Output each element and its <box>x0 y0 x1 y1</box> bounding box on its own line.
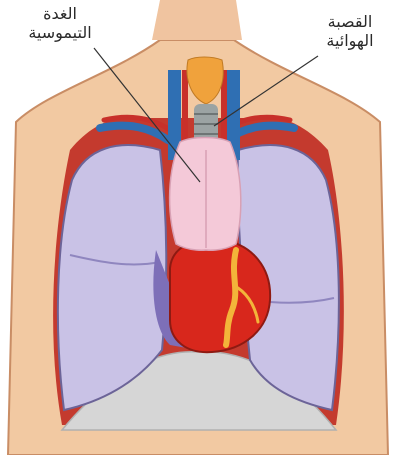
thymus <box>170 138 241 251</box>
thymus-label: الغدة التيموسية <box>8 4 112 42</box>
trachea-label-line2: الهوائية <box>308 31 392 50</box>
trachea-label: القصبة الهوائية <box>306 12 394 50</box>
thymus-label-line1: الغدة <box>10 4 110 23</box>
thymus-label-line2: التيموسية <box>10 23 110 42</box>
trachea-label-line1: القصبة <box>308 12 392 31</box>
neck <box>152 0 242 40</box>
